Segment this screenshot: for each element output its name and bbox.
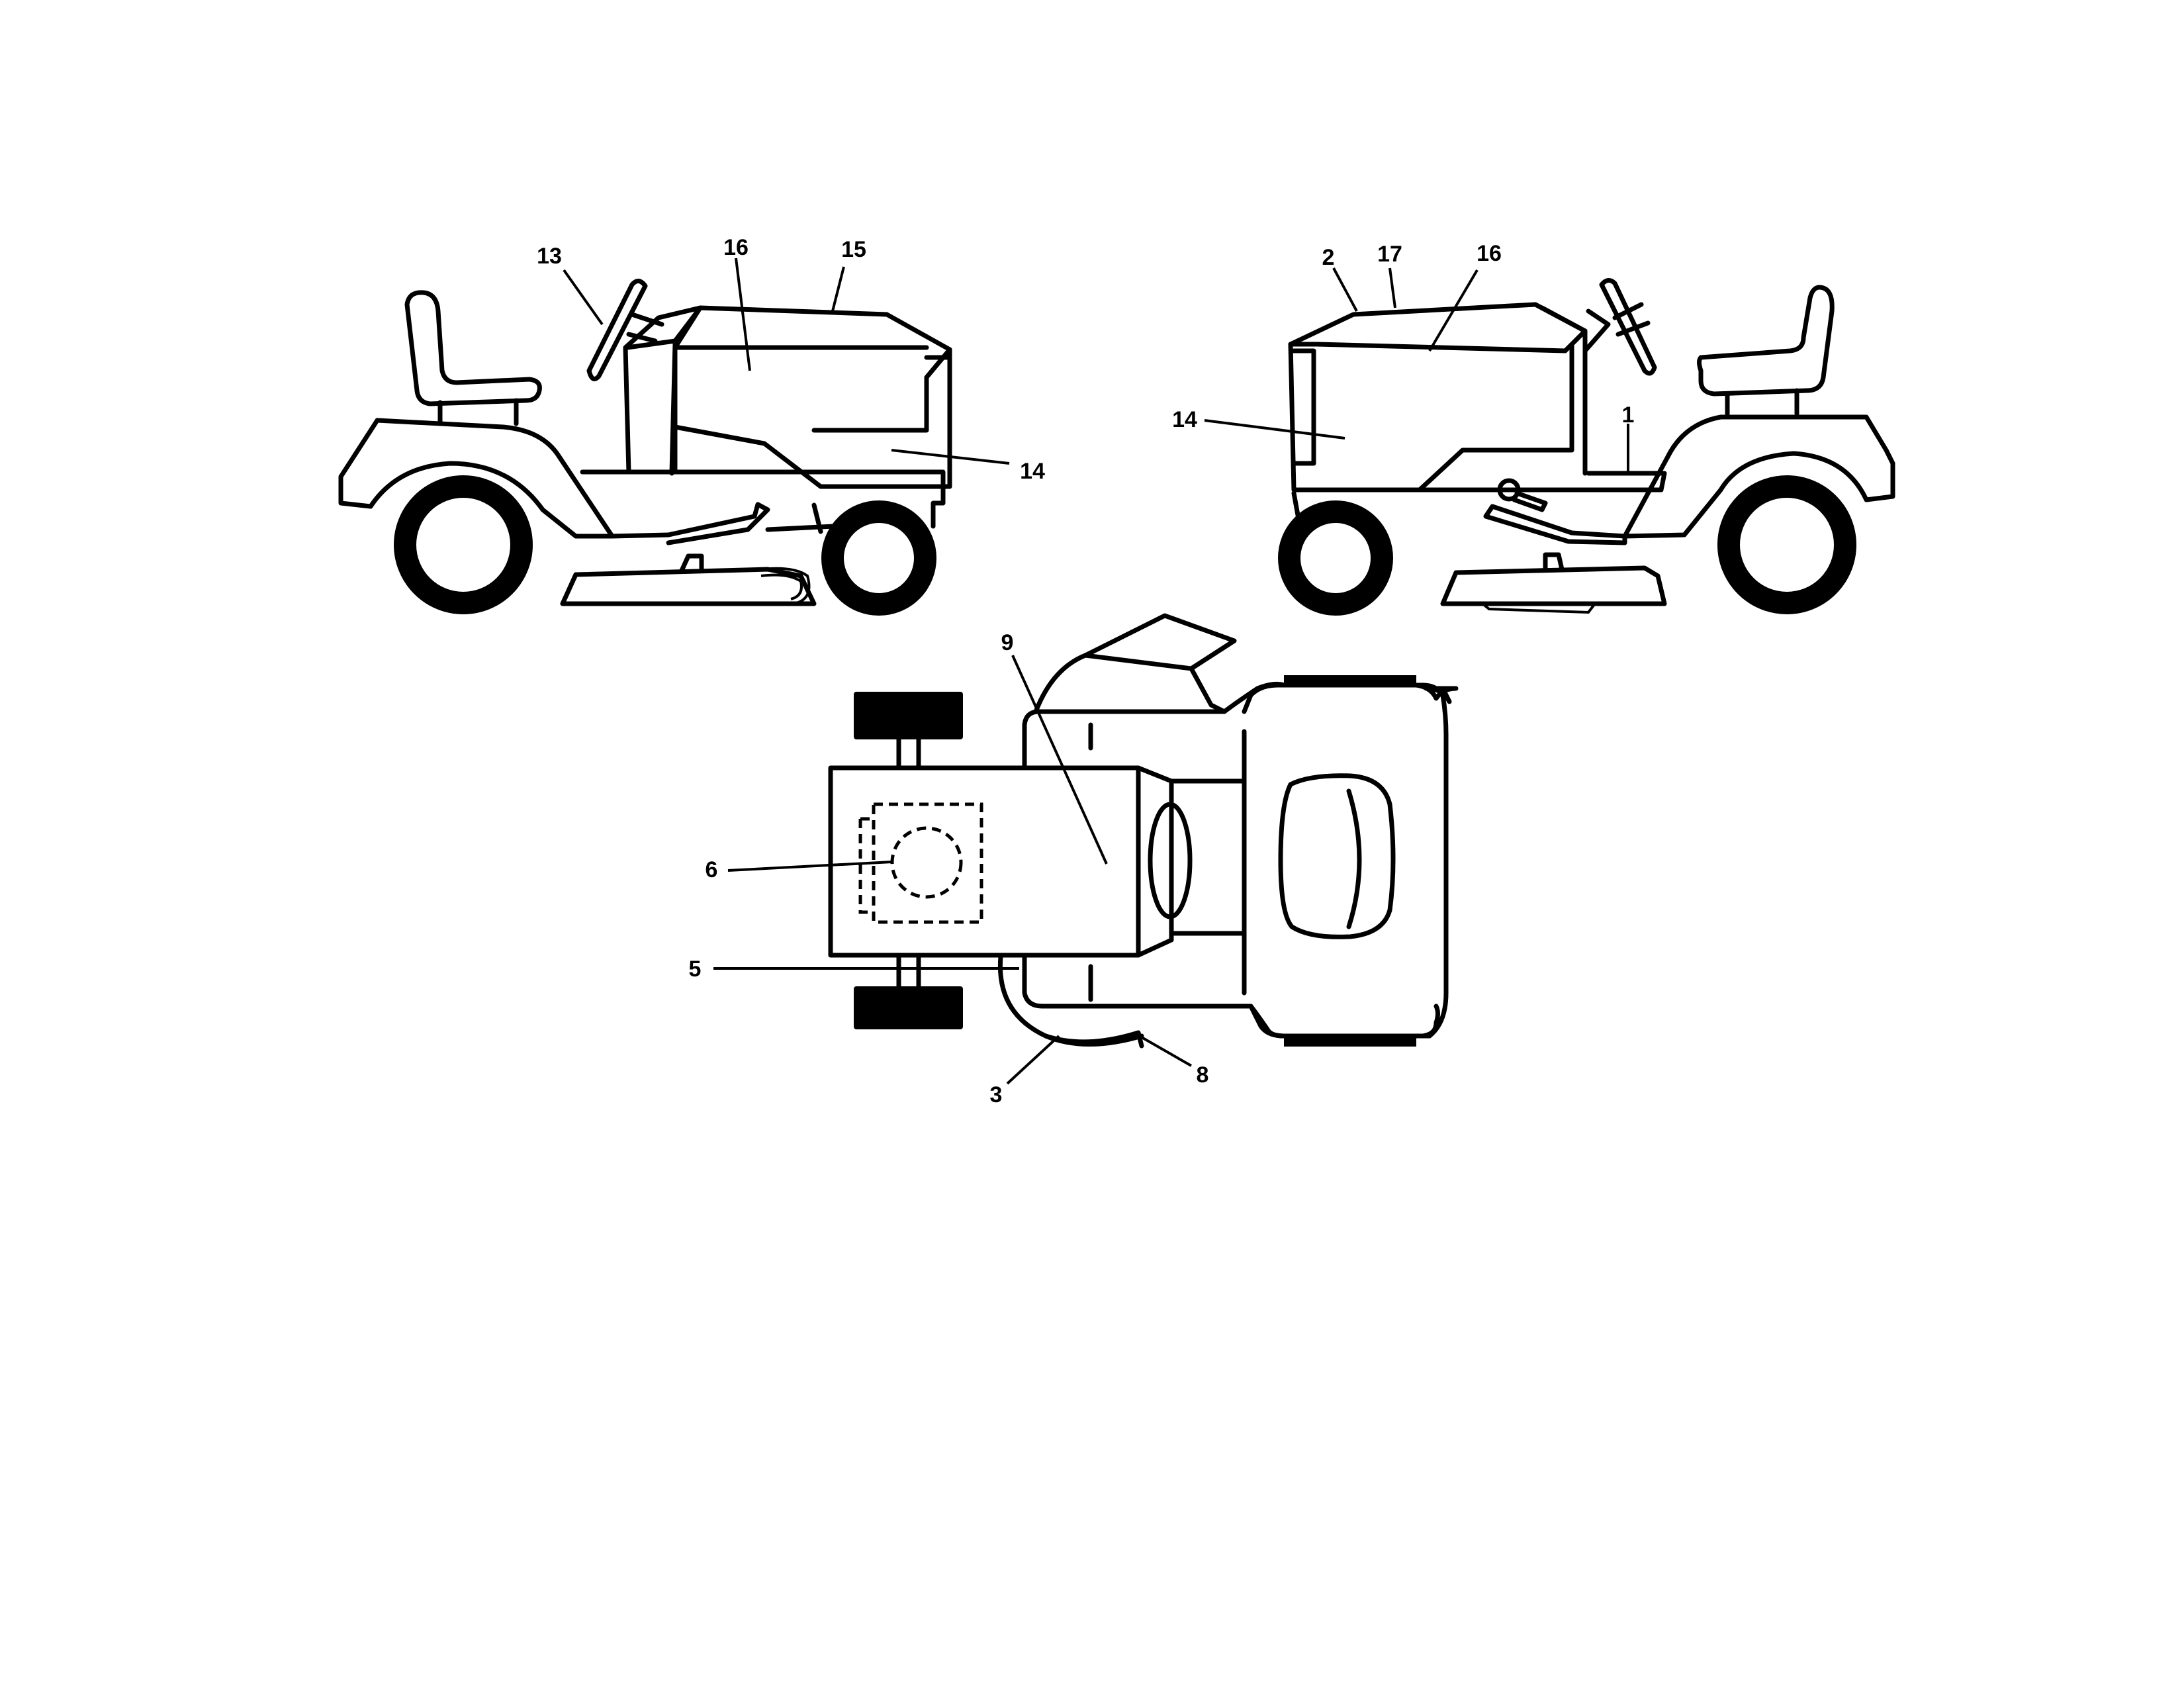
top-label-9: 9 xyxy=(1001,630,1014,655)
top-label-8: 8 xyxy=(1197,1062,1209,1088)
top-front-wheel-lower xyxy=(854,986,963,1029)
left-pedal xyxy=(666,502,770,545)
left-steering-wheel xyxy=(586,279,648,381)
top-view: 9 6 5 3 8 xyxy=(689,613,1459,1107)
top-grass-chute xyxy=(1033,613,1237,714)
left-side-view: 13 16 15 14 xyxy=(338,235,1045,616)
left-mower-deck xyxy=(560,567,817,606)
left-label-15: 15 xyxy=(841,237,866,262)
left-label-16: 16 xyxy=(723,235,749,260)
top-label-5: 5 xyxy=(689,957,702,982)
right-rear-wheel xyxy=(1717,475,1856,614)
top-rear-body xyxy=(1242,682,1449,1039)
top-seat xyxy=(1278,773,1396,939)
top-label-3: 3 xyxy=(990,1082,1003,1107)
left-label-14: 14 xyxy=(1020,459,1045,484)
top-label-6: 6 xyxy=(705,857,718,882)
right-steering-wheel xyxy=(1599,278,1657,376)
left-label-13: 13 xyxy=(537,244,562,269)
right-front-wheel xyxy=(1278,500,1393,616)
right-label-1: 1 xyxy=(1622,402,1635,428)
left-hood xyxy=(669,305,952,476)
right-rear-fender xyxy=(1622,414,1895,539)
top-hood xyxy=(828,765,1141,958)
right-side-view: 2 17 16 14 1 xyxy=(1172,241,1895,616)
left-seat xyxy=(404,290,542,406)
top-mower-deck xyxy=(997,954,1144,1049)
right-label-17: 17 xyxy=(1377,242,1402,267)
top-rear-wheel-lower xyxy=(1284,1035,1416,1047)
right-seat xyxy=(1697,285,1835,397)
left-front-wheel xyxy=(821,500,936,616)
top-rear-wheel-upper xyxy=(1284,675,1416,687)
right-pedal xyxy=(1483,504,1627,545)
right-hood xyxy=(1288,302,1588,353)
left-rear-wheel xyxy=(394,475,533,614)
left-rear-fender xyxy=(338,418,615,539)
right-mower-deck xyxy=(1440,565,1667,606)
right-label-2: 2 xyxy=(1322,245,1335,270)
left-steering-column xyxy=(623,305,703,475)
top-front-wheel-upper xyxy=(854,692,963,739)
right-label-16: 16 xyxy=(1477,241,1502,266)
right-label-14: 14 xyxy=(1172,407,1197,432)
